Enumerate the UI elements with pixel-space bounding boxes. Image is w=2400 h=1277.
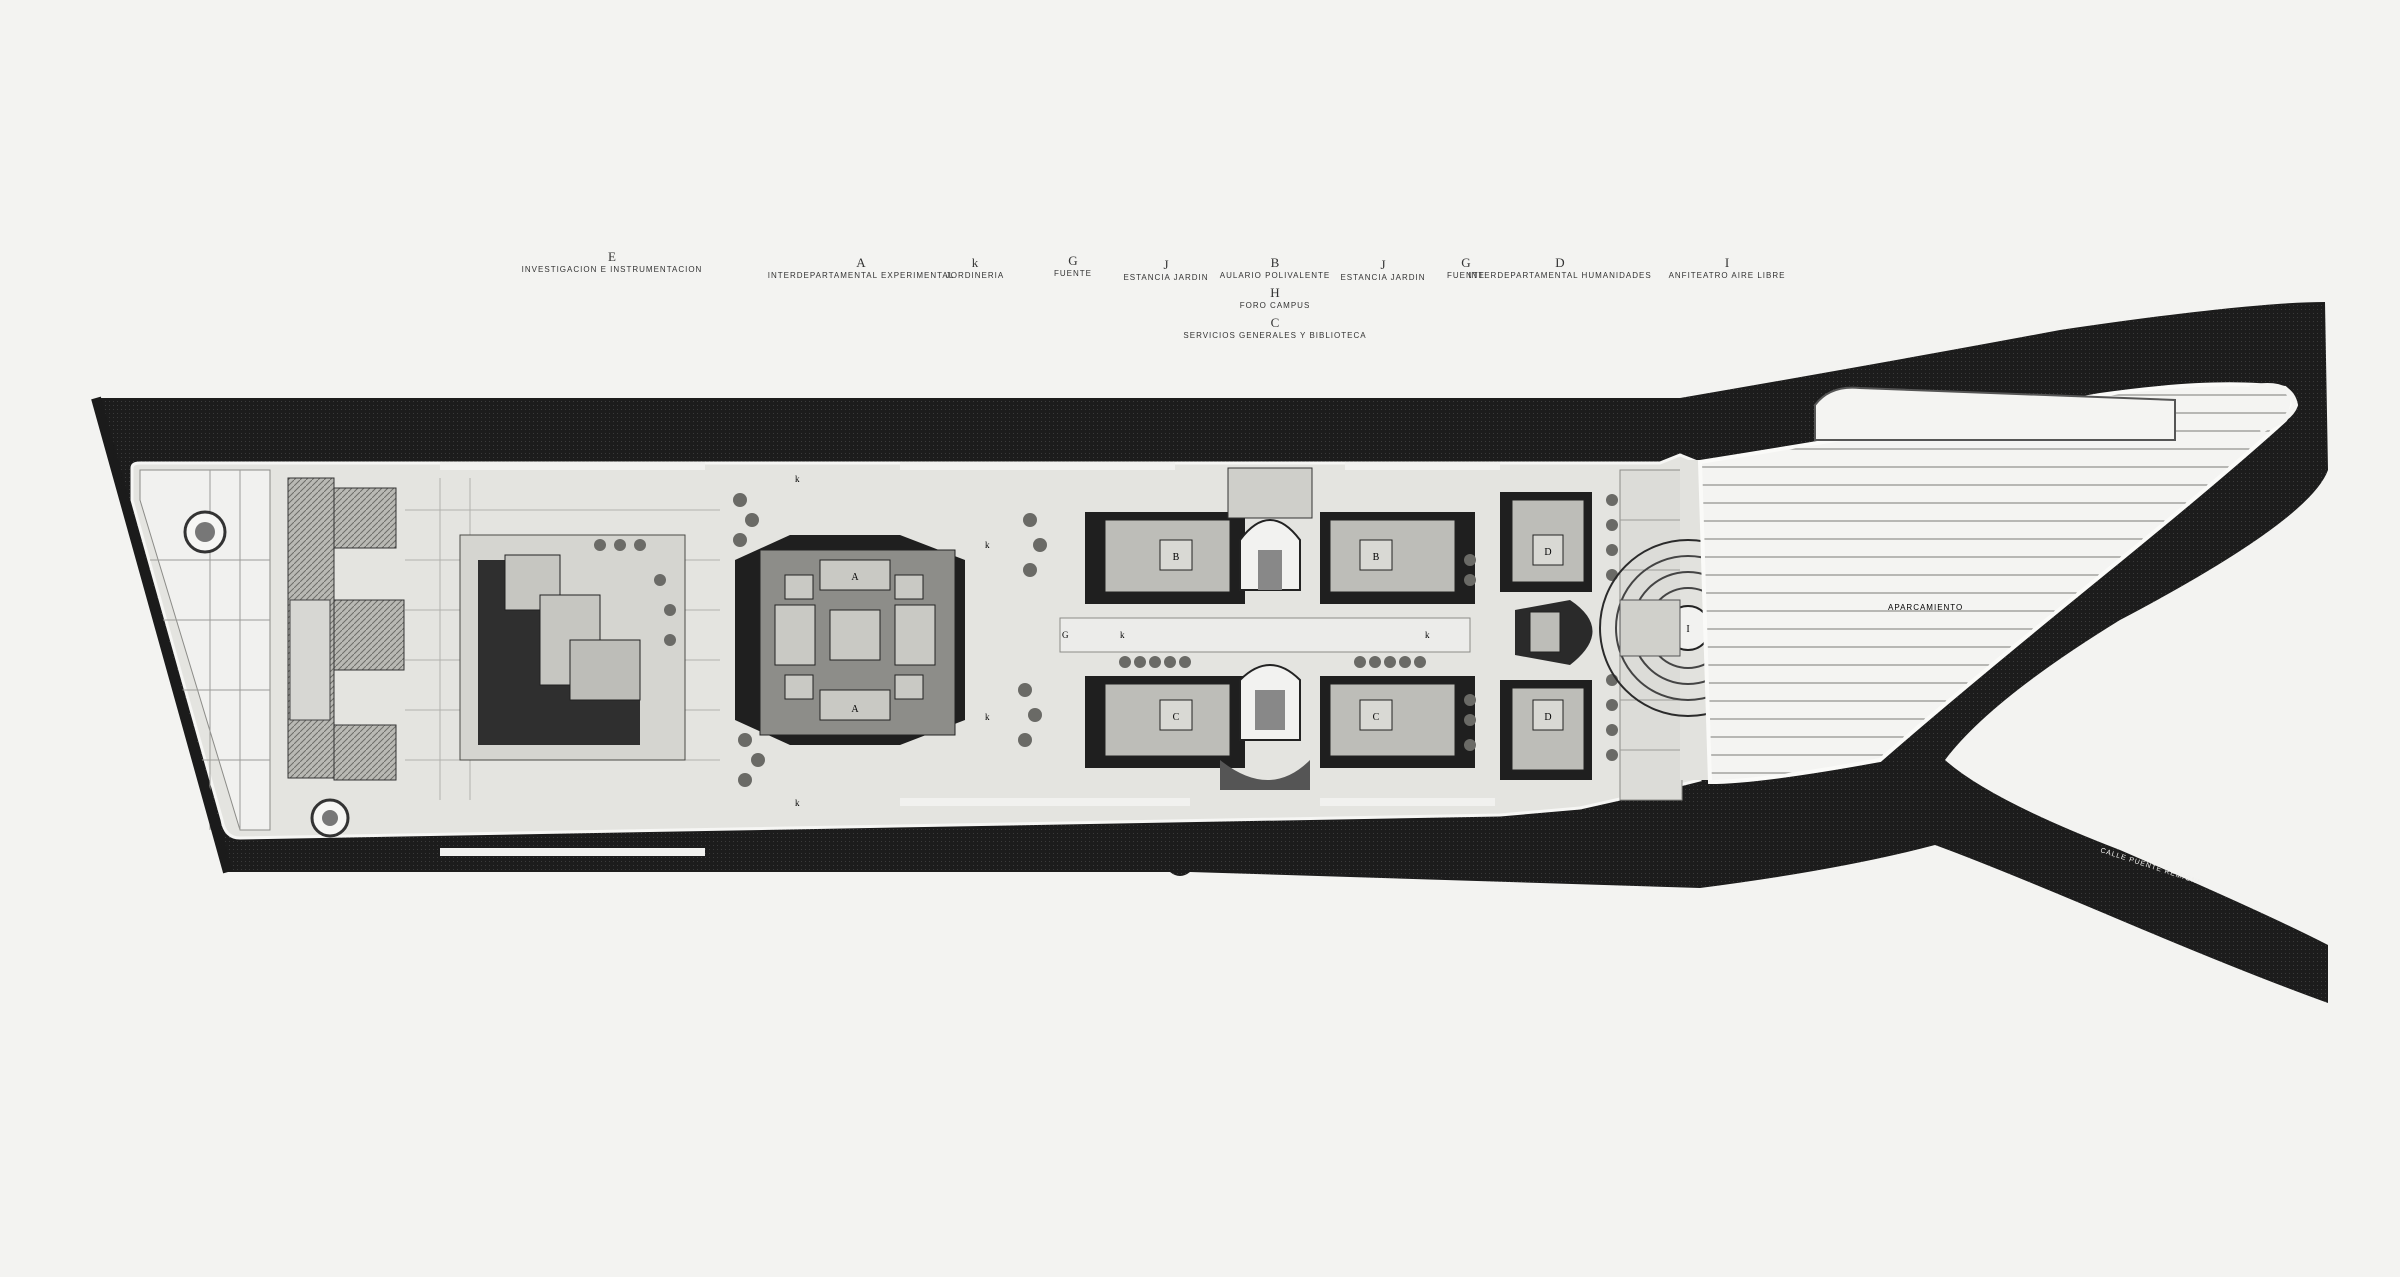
label-b: B AULARIO POLIVALENTE xyxy=(1220,256,1330,281)
parking-label: APARCAMIENTO xyxy=(1888,603,1963,612)
plan-letter-b: B xyxy=(1173,552,1180,563)
building-a: A A xyxy=(735,535,965,745)
label-letter: E xyxy=(608,249,616,264)
label-a: A INTERDEPARTAMENTAL EXPERIMENTAL xyxy=(768,256,954,281)
label-g2: G FUENTE xyxy=(1447,256,1485,281)
plan-letter-c: C xyxy=(1173,712,1180,723)
plan-letter-k: k xyxy=(1120,630,1125,640)
legend-labels: E INVESTIGACION E INSTRUMENTACION A INTE… xyxy=(0,0,2400,360)
central-axis xyxy=(1059,617,1471,653)
label-letter: A xyxy=(856,255,866,270)
label-letter: G xyxy=(1068,253,1078,268)
plan-letter-d: D xyxy=(1544,712,1551,723)
label-name: INTERDEPARTAMENTAL EXPERIMENTAL xyxy=(767,271,955,280)
building-e xyxy=(287,477,405,781)
tree-clusters-west xyxy=(733,493,1047,787)
forum-north xyxy=(1227,467,1313,591)
label-name: FORO CAMPUS xyxy=(1239,301,1311,310)
plan-letter-a: A xyxy=(851,572,859,583)
west-rotunda-core xyxy=(195,522,215,542)
label-letter: I xyxy=(1724,255,1730,270)
label-name: ESTANCIA JARDIN xyxy=(1123,273,1209,282)
label-letter: G xyxy=(1461,255,1471,270)
road-lane xyxy=(440,462,705,470)
courtyard-block-west xyxy=(459,534,686,761)
label-letter: B xyxy=(1270,255,1280,270)
label-letter: J xyxy=(1163,257,1169,272)
road-lane xyxy=(1345,462,1500,470)
label-j2: J ESTANCIA JARDIN xyxy=(1340,258,1425,283)
plan-letter-b: B xyxy=(1373,552,1380,563)
south-rotunda-core xyxy=(322,810,338,826)
label-d: D INTERDEPARTAMENTAL HUMANIDADES xyxy=(1468,256,1651,281)
label-e: E INVESTIGACION E INSTRUMENTACION xyxy=(522,250,703,275)
plan-letter-k: k xyxy=(985,540,990,550)
label-name: SERVICIOS GENERALES Y BIBLIOTECA xyxy=(1183,331,1367,340)
label-letter: k xyxy=(971,255,979,270)
building-c-pair: C C xyxy=(1085,676,1475,768)
label-letter: C xyxy=(1270,315,1280,330)
plan-letter-g: G xyxy=(1062,630,1069,640)
road-lane xyxy=(440,848,705,856)
road-edge xyxy=(91,396,233,874)
building-d: D D xyxy=(1500,492,1593,780)
road-lane xyxy=(900,798,1190,806)
label-g1: G FUENTE xyxy=(1054,254,1092,279)
forum-south xyxy=(1220,664,1310,790)
plan-letter-c: C xyxy=(1373,712,1380,723)
label-name: FUENTE xyxy=(1054,269,1092,278)
tree-rows-mid xyxy=(1119,554,1476,751)
label-name: FUENTE xyxy=(1447,271,1485,280)
plan-letter-d: D xyxy=(1544,547,1551,558)
plan-letter-k: k xyxy=(985,712,990,722)
label-letter: D xyxy=(1555,255,1565,270)
plan-letter-i: I xyxy=(1686,624,1689,635)
label-name: JORDINERIA xyxy=(945,271,1005,280)
label-h: H FORO CAMPUS xyxy=(1240,286,1311,311)
building-b-pair: B B xyxy=(1085,512,1475,604)
label-letter: H xyxy=(1270,285,1280,300)
parking-area: APARCAMIENTO xyxy=(1697,382,2299,785)
label-name: ANFITEATRO AIRE LIBRE xyxy=(1668,271,1786,280)
label-name: ESTANCIA JARDIN xyxy=(1340,273,1426,282)
plan-letter-a: A xyxy=(851,704,859,715)
label-c: C SERVICIOS GENERALES Y BIBLIOTECA xyxy=(1183,316,1366,341)
road-lane xyxy=(1320,798,1495,806)
label-letter: J xyxy=(1380,257,1386,272)
label-k: k JORDINERIA xyxy=(946,256,1004,281)
label-j1: J ESTANCIA JARDIN xyxy=(1123,258,1208,283)
label-name: INVESTIGACION E INSTRUMENTACION xyxy=(521,265,703,274)
road-lane xyxy=(900,462,1175,470)
label-name: AULARIO POLIVALENTE xyxy=(1219,271,1331,280)
label-name: INTERDEPARTAMENTAL HUMANIDADES xyxy=(1468,271,1652,280)
plan-letter-k: k xyxy=(795,474,800,484)
plan-letter-k: k xyxy=(795,798,800,808)
plan-letter-k: k xyxy=(1425,630,1430,640)
label-i: I ANFITEATRO AIRE LIBRE xyxy=(1669,256,1786,281)
